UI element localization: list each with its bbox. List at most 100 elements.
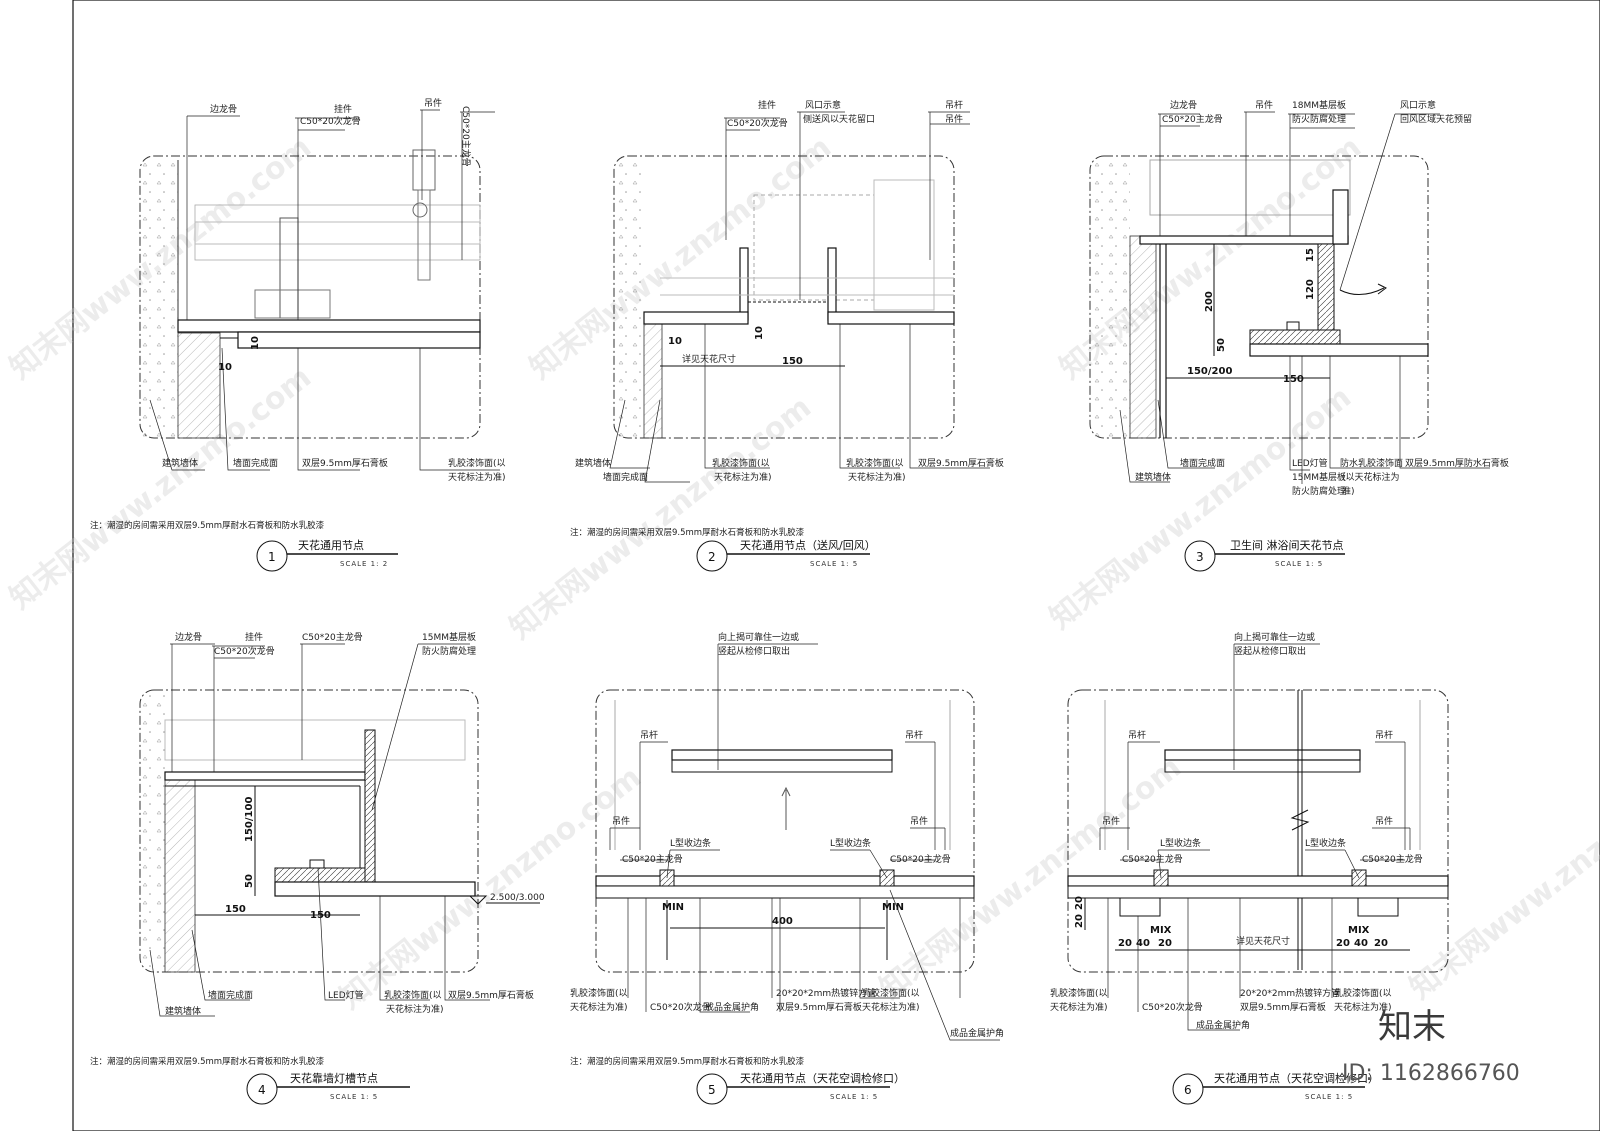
callout-label: 20*20*2mm热镀锌方管 [1240, 987, 1340, 999]
plywood-vert [1332, 189, 1349, 245]
dim-label: 15 [1305, 248, 1316, 262]
callout-label: 成品金属护角 [705, 1001, 759, 1013]
callout-label: L型收边条 [1160, 837, 1201, 849]
detail-number: 4 [258, 1083, 266, 1097]
callout-label: 防水乳胶漆饰面 [1340, 457, 1403, 469]
callout-label: 准) [1342, 486, 1355, 497]
dim-label: 40 [1354, 938, 1368, 949]
callout-label: 吊杆 [640, 729, 658, 741]
callout-label: 天花标注为准) [1334, 1001, 1392, 1013]
detail-title: 天花靠墙灯槽节点 [290, 1071, 378, 1085]
detail-note: 注：潮湿的房间需采用双层9.5mm厚耐水石膏板和防水乳胶漆 [90, 520, 325, 531]
dim-label: MIX [1150, 925, 1172, 936]
detail-number-circle [256, 540, 288, 572]
detail-scale: SCALE 1: 5 [1305, 1093, 1353, 1101]
dim-label: 150/200 [1187, 366, 1232, 377]
dim-label: 10 [668, 336, 682, 347]
callout-label: 防火防腐处理 [422, 645, 476, 657]
callout-label: 防火防腐处理 [1292, 113, 1346, 125]
detail-note: 注：潮湿的房间需采用双层9.5mm厚耐水石膏板和防水乳胶漆 [570, 1056, 805, 1067]
wall-hatch [614, 160, 644, 438]
detail-number: 1 [268, 550, 276, 564]
callout-label: 侧送风以天花留口 [803, 113, 875, 125]
callout-label: 挂件 [758, 99, 776, 111]
dim-label: 200 [1204, 291, 1215, 312]
gypsum-board [827, 311, 955, 325]
sheet-border [72, 0, 1600, 1131]
detail-6: 20 20 20 40 20 20 40 20 MIX MIX 详见天花尺寸 向… [1050, 631, 1449, 1105]
wall-hatch [140, 694, 165, 972]
callout-label: 吊件 [910, 815, 928, 827]
callout-label: 20*20*2mm热镀锌方管 [776, 987, 876, 999]
watermark-text: 知末网www.znzmo.com [523, 130, 838, 387]
callout-label: 18MM基层板 [1292, 99, 1346, 111]
main-runner [194, 204, 481, 261]
callout-label: 双层9.5mm厚石膏板 [918, 457, 1004, 469]
detail-number-circle [696, 1073, 728, 1105]
callout-label: 乳胶漆饰面(以 [384, 989, 442, 1001]
detail-number: 3 [1196, 550, 1204, 564]
airflow-arrow [1339, 287, 1385, 295]
detail-2: 10 10 详见天花尺寸 150 挂件 C50*20次龙骨 风口示意 侧送风以天… [570, 99, 1004, 572]
detail-number: 5 [708, 1083, 716, 1097]
callout-label: C50*20次龙骨 [1142, 1001, 1203, 1013]
callout-label: 天花标注为准) [386, 1003, 444, 1015]
callout-label: 边龙骨 [1170, 99, 1197, 111]
callout-label: 天花标注为准) [1050, 1001, 1108, 1013]
detail-scale: SCALE 1: 5 [330, 1093, 378, 1101]
detail-title: 天花通用节点（送风/回风） [740, 538, 876, 552]
detail-number-circle [1184, 540, 1216, 572]
callout-label: 双层9.5mm厚石膏板 [1240, 1001, 1326, 1013]
callout-label: 吊件 [1255, 99, 1273, 111]
callout-label: C50*20主龙骨 [1122, 853, 1183, 865]
level-marker [468, 895, 488, 905]
brand-logo: 知末 [1378, 1007, 1446, 1047]
callout-label: 挂件 [245, 631, 263, 643]
callout-label: 天花标注为准) [714, 471, 772, 483]
callout-label: C50*20次龙骨 [727, 117, 788, 129]
callout-label: 双层9.5mm厚石膏板 [448, 989, 534, 1001]
return-air-panel [1317, 243, 1335, 335]
callout-label: 边龙骨 [210, 103, 237, 115]
callout-label: 墙面完成面 [603, 471, 648, 483]
detail-number-circle [696, 540, 728, 572]
plywood-vert [364, 729, 376, 891]
detail-scale: SCALE 1: 5 [1275, 560, 1323, 568]
callout-label: 吊件 [612, 815, 630, 827]
dim-label: 400 [772, 916, 793, 927]
callout-label: C50*20主龙骨 [622, 853, 683, 865]
detail-scale: SCALE 1: 2 [340, 560, 388, 568]
brand-id: ID: 1162866760 [1342, 1061, 1520, 1086]
detail-title: 天花通用节点 [298, 539, 364, 552]
callout-label: 天花标注为准) [570, 1001, 628, 1013]
detail-3: 200 120 15 50 150/200 150 边龙骨 C50*20主龙骨 … [1089, 99, 1509, 572]
callout-label: 成品金属护角 [1196, 1019, 1250, 1031]
callout-label: 建筑墙体 [162, 457, 198, 469]
callout-label: 边龙骨 [175, 631, 202, 643]
dim-label: 20 [1336, 938, 1350, 949]
detail-scale: SCALE 1: 5 [830, 1093, 878, 1101]
callout-label: 乳胶漆饰面(以 [712, 457, 770, 469]
detail-4: 150/100 50 150 150 2.500/3.000 边龙骨 挂件 C5… [90, 631, 545, 1105]
detail-title: 卫生间 淋浴间天花节点 [1230, 538, 1344, 552]
plywood-top [1139, 235, 1349, 245]
dim-label: MIX [1348, 925, 1370, 936]
wall-hatch [140, 160, 178, 438]
callout-label: LED灯管 [328, 989, 364, 1001]
detail-note: 注：潮湿的房间需采用双层9.5mm厚耐水石膏板和防水乳胶漆 [90, 1056, 325, 1067]
dim-label: 150 [225, 904, 246, 915]
detail-title: 天花通用节点（天花空调检修口） [1214, 1071, 1379, 1085]
dim-label: 10 [250, 336, 261, 350]
ceiling-board [595, 875, 975, 887]
callout-label: 15MM基层板 [1292, 471, 1346, 483]
detail-title: 天花通用节点（天花空调检修口） [740, 1071, 905, 1085]
callout-label: 吊杆 [1128, 729, 1146, 741]
dim-label: 详见天花尺寸 [682, 353, 736, 365]
detail-scale: SCALE 1: 5 [810, 560, 858, 568]
access-panel [1164, 749, 1361, 761]
dim-label: 10 [754, 326, 765, 340]
dim-label: 20 [1118, 938, 1132, 949]
callout-label: 吊杆 [905, 729, 923, 741]
callout-label: 双层9.5mm厚防水石膏板 [1405, 457, 1509, 469]
